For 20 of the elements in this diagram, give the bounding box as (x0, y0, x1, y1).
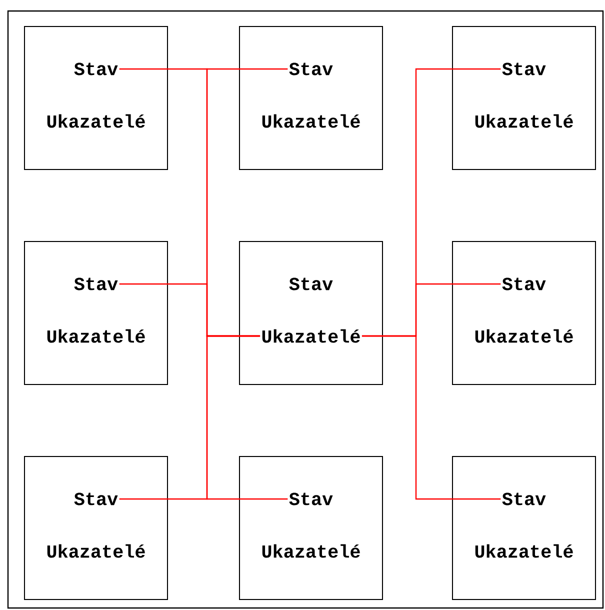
field-label: Ukazatelé (47, 329, 145, 343)
connector-line (206, 335, 288, 500)
field-label: Ukazatelé (475, 114, 573, 128)
field-label: Stav (74, 62, 118, 76)
field-label: Stav (502, 278, 546, 290)
field-label: Stav (74, 492, 118, 506)
field-label: Ukazatelé (262, 329, 360, 343)
connector-line (362, 335, 501, 500)
field-label: Ukazatelé (475, 329, 573, 343)
field-label: Stav (289, 278, 333, 290)
field-label: Stav (289, 492, 333, 506)
field-label: Ukazatelé (47, 544, 145, 558)
field-label: Ukazatelé (47, 114, 145, 128)
field-label: Ukazatelé (475, 544, 573, 558)
field-label: Ukazatelé (262, 114, 360, 128)
field-label: Stav (74, 278, 118, 290)
field-label: Ukazatelé (262, 544, 360, 558)
field-label: Stav (502, 492, 546, 506)
field-label: Stav (502, 62, 546, 76)
field-label: Stav (289, 62, 333, 76)
